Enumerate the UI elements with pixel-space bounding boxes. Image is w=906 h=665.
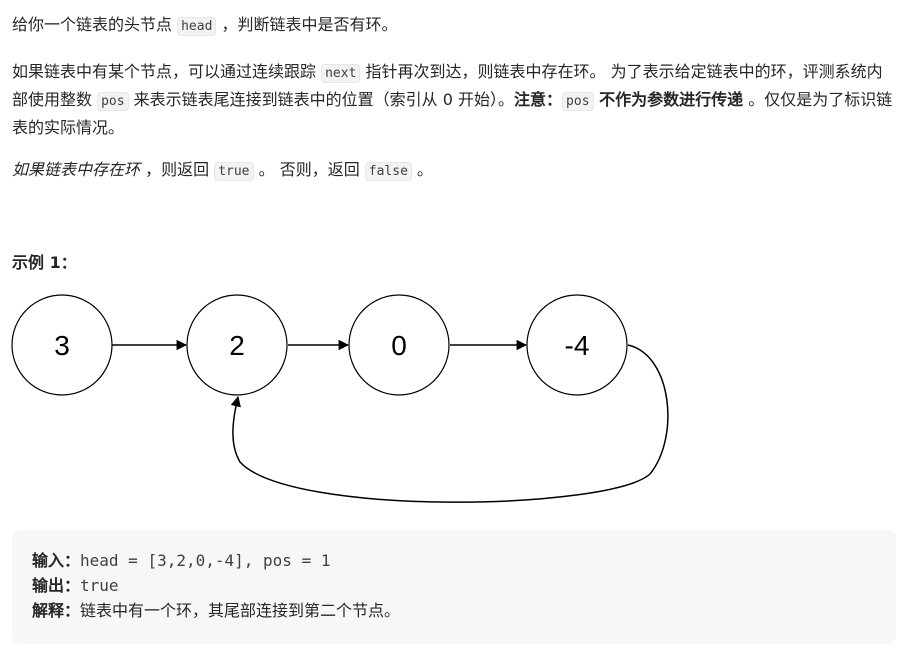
paragraph-return: 如果链表中存在环 ，则返回 true 。 否则，返回 false 。 (12, 157, 896, 185)
inline-code-pos-note: pos (562, 92, 594, 111)
text: ，则返回 (140, 160, 215, 179)
inline-code-next: next (321, 64, 361, 83)
explanation-value: 链表中有一个环，其尾部连接到第二个节点。 (80, 601, 401, 620)
node-value: -4 (565, 330, 590, 361)
inline-code-false: false (364, 162, 412, 181)
inline-code-head: head (177, 17, 217, 36)
example-input-line: 输入：head = [3,2,0,-4], pos = 1 (32, 548, 876, 573)
cycle-arrow-neg4-to-2 (230, 344, 669, 503)
example-code-block: 输入：head = [3,2,0,-4], pos = 1 输出：true 解释… (12, 530, 896, 644)
list-node-1: 2 (186, 294, 288, 396)
list-node-3: -4 (526, 294, 628, 396)
list-node-0: 3 (11, 294, 113, 396)
paragraph-description: 如果链表中有某个节点，可以通过连续跟踪 next 指针再次到达，则链表中存在环。… (12, 59, 896, 141)
output-value: true (80, 576, 119, 595)
list-node-2: 0 (348, 294, 450, 396)
example-output-line: 输出：true (32, 573, 876, 598)
note-text: 不作为参数进行传递 (593, 90, 744, 109)
node-value: 3 (54, 330, 70, 361)
italic-text: 如果链表中存在环 (12, 160, 141, 179)
text: 。 否则，返回 (253, 160, 365, 179)
inline-code-true: true (214, 162, 254, 181)
text: 来表示链表尾连接到链表中的位置（索引从 0 开始）。 (128, 90, 515, 109)
text: 。仅仅是为了标识链表的实际情况。 (12, 90, 893, 137)
text: ，判断链表中是否有环。 (216, 15, 398, 34)
inline-code-pos: pos (97, 92, 129, 111)
text: 给你一个链表的头节点 (12, 15, 178, 34)
text: 。 (411, 160, 434, 179)
example-explanation-line: 解释：链表中有一个环，其尾部连接到第二个节点。 (32, 598, 876, 623)
example-title: 示例 1： (12, 253, 77, 272)
paragraph-intro: 给你一个链表的头节点 head ，判断链表中是否有环。 (12, 12, 896, 40)
node-value: 0 (391, 330, 407, 361)
note-label: 注意： (514, 90, 563, 109)
input-value: head = [3,2,0,-4], pos = 1 (80, 551, 331, 570)
text: 如果链表中有某个节点，可以通过连续跟踪 (12, 62, 322, 81)
explanation-label: 解释： (32, 601, 81, 620)
node-value: 2 (229, 330, 245, 361)
linked-list-diagram: 3 2 0 -4 (11, 294, 669, 503)
output-label: 输出： (32, 576, 81, 595)
text: 指针再次到达，则链表中存在环。 为了表示给定链表中的环，评测系统内部使用整数 (12, 62, 883, 109)
input-label: 输入： (32, 551, 81, 570)
